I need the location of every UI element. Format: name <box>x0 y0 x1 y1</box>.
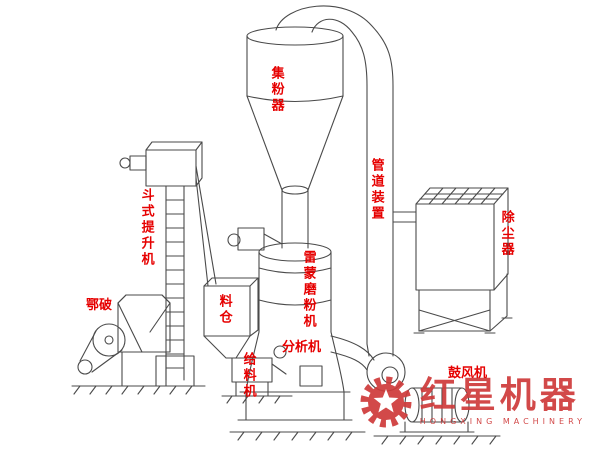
brand-watermark: 红星机器 HONGXING MACHINERY <box>360 376 586 428</box>
pipe-device-drawing <box>275 5 394 349</box>
label-raymond-mill: 雷蒙磨粉机 <box>300 250 316 330</box>
gear-star-logo-icon <box>360 376 412 428</box>
raymond-mill-drawing <box>227 227 375 441</box>
label-pipe-device: 管道装置 <box>368 158 384 222</box>
label-bucket-elevator: 斗式提升机 <box>138 188 154 268</box>
feeder-drawing <box>221 357 293 404</box>
label-jaw-crusher: 鄂破 <box>86 298 113 313</box>
watermark-brand-text: 红星机器 <box>419 375 580 416</box>
jaw-crusher-drawing <box>71 294 206 395</box>
label-analyzer: 分析机 <box>282 340 322 355</box>
label-blower: 鼓风机 <box>448 366 488 381</box>
label-hopper: 料仓 <box>216 294 232 326</box>
bucket-elevator-drawing <box>119 141 217 387</box>
label-powder-collector: 集粉器 <box>268 66 284 114</box>
hopper-drawing <box>203 277 259 359</box>
dust-collector-drawing <box>413 187 513 334</box>
label-dust-collector: 除尘器 <box>498 210 514 258</box>
powder-collector-drawing <box>246 26 344 249</box>
label-feeder: 给料机 <box>240 352 256 400</box>
watermark-sub-text: HONGXING MACHINERY <box>419 417 586 426</box>
